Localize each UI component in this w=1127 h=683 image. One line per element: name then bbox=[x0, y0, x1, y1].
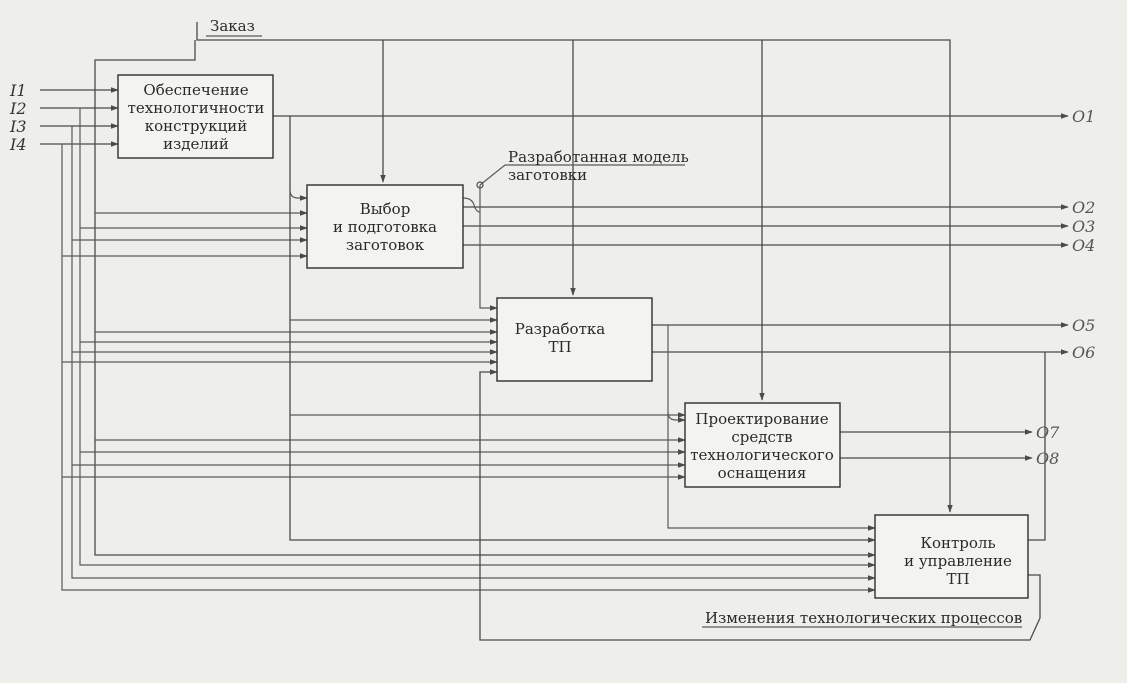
output-labels: O1 O2 O3 O4 O5 O6 O7 O8 bbox=[1036, 107, 1095, 468]
block-4: Проектирование средств технологического … bbox=[684, 402, 841, 488]
block-2-line-2: и подготовка bbox=[333, 218, 437, 236]
b1-to-b2 bbox=[289, 189, 308, 201]
output-label-o4: O4 bbox=[1072, 236, 1095, 255]
block-3: Разработка ТП bbox=[496, 297, 653, 382]
annotation-labels: Разработанная модель заготовки Изменения… bbox=[508, 148, 1022, 628]
b2-model-to-b3 bbox=[479, 185, 498, 311]
block-5-box bbox=[874, 514, 1029, 599]
block-2-box bbox=[306, 184, 464, 269]
output-label-o8: O8 bbox=[1036, 449, 1059, 468]
b3-to-b4-bracket bbox=[667, 411, 686, 423]
block-5-line-1: Контроль bbox=[920, 534, 995, 552]
control-label: Заказ bbox=[206, 17, 262, 37]
b1-to-lower bbox=[289, 116, 876, 543]
b2-model-bracket bbox=[462, 197, 481, 213]
model-label-line-2: заготовки bbox=[508, 166, 587, 184]
block-5-line-3: ТП bbox=[946, 570, 969, 588]
order-to-block1 bbox=[94, 40, 876, 558]
i3-bus bbox=[71, 126, 876, 581]
output-label-o7: O7 bbox=[1036, 423, 1060, 442]
output-label-o5: O5 bbox=[1072, 316, 1095, 335]
block-3-line-2: ТП bbox=[548, 338, 571, 356]
block-4-line-3: технологического bbox=[690, 446, 834, 464]
model-junction bbox=[476, 181, 484, 189]
output-label-o2: O2 bbox=[1072, 198, 1095, 217]
connections bbox=[40, 22, 1069, 641]
b5-out-o6 bbox=[1028, 352, 1046, 541]
output-label-o1: O1 bbox=[1072, 107, 1095, 126]
feedback-loop bbox=[479, 369, 1041, 641]
input-labels: I1 I2 I3 I4 bbox=[9, 81, 27, 154]
model-leader bbox=[479, 164, 685, 186]
block-1-line-2: технологичности bbox=[128, 99, 265, 117]
i2-bus bbox=[79, 108, 876, 568]
block-3-box bbox=[496, 297, 653, 382]
block-4-line-4: оснащения bbox=[718, 464, 807, 482]
block-2: Выбор и подготовка заготовок bbox=[306, 184, 464, 269]
block-1-line-3: конструкций bbox=[145, 117, 248, 135]
block-5: Контроль и управление ТП bbox=[874, 514, 1029, 599]
block-1-line-1: Обеспечение bbox=[143, 81, 248, 99]
block-1-box bbox=[117, 74, 274, 159]
output-label-o3: O3 bbox=[1072, 217, 1095, 236]
b3-to-b4 bbox=[667, 325, 876, 531]
block-5-line-2: и управление bbox=[904, 552, 1012, 570]
block-2-line-1: Выбор bbox=[360, 200, 411, 218]
output-label-o6: O6 bbox=[1072, 343, 1095, 362]
block-2-line-3: заготовок bbox=[346, 236, 425, 254]
block-4-line-2: средств bbox=[731, 428, 792, 446]
input-label-i1: I1 bbox=[9, 81, 27, 100]
block-3-line-1: Разработка bbox=[515, 320, 605, 338]
input-label-i3: I3 bbox=[9, 117, 27, 136]
input-label-i4: I4 bbox=[9, 135, 27, 154]
model-label-line-1: Разработанная модель bbox=[508, 148, 689, 166]
block-1-line-4: изделий bbox=[163, 135, 229, 153]
block-4-line-1: Проектирование bbox=[695, 410, 828, 428]
input-label-i2: I2 bbox=[9, 99, 27, 118]
feedback-label: Изменения технологических процессов bbox=[705, 609, 1022, 627]
order-label: Заказ bbox=[210, 17, 255, 35]
block-1: Обеспечение технологичности конструкций … bbox=[117, 74, 274, 159]
i4-bus bbox=[61, 144, 876, 593]
block-4-box bbox=[684, 402, 841, 488]
